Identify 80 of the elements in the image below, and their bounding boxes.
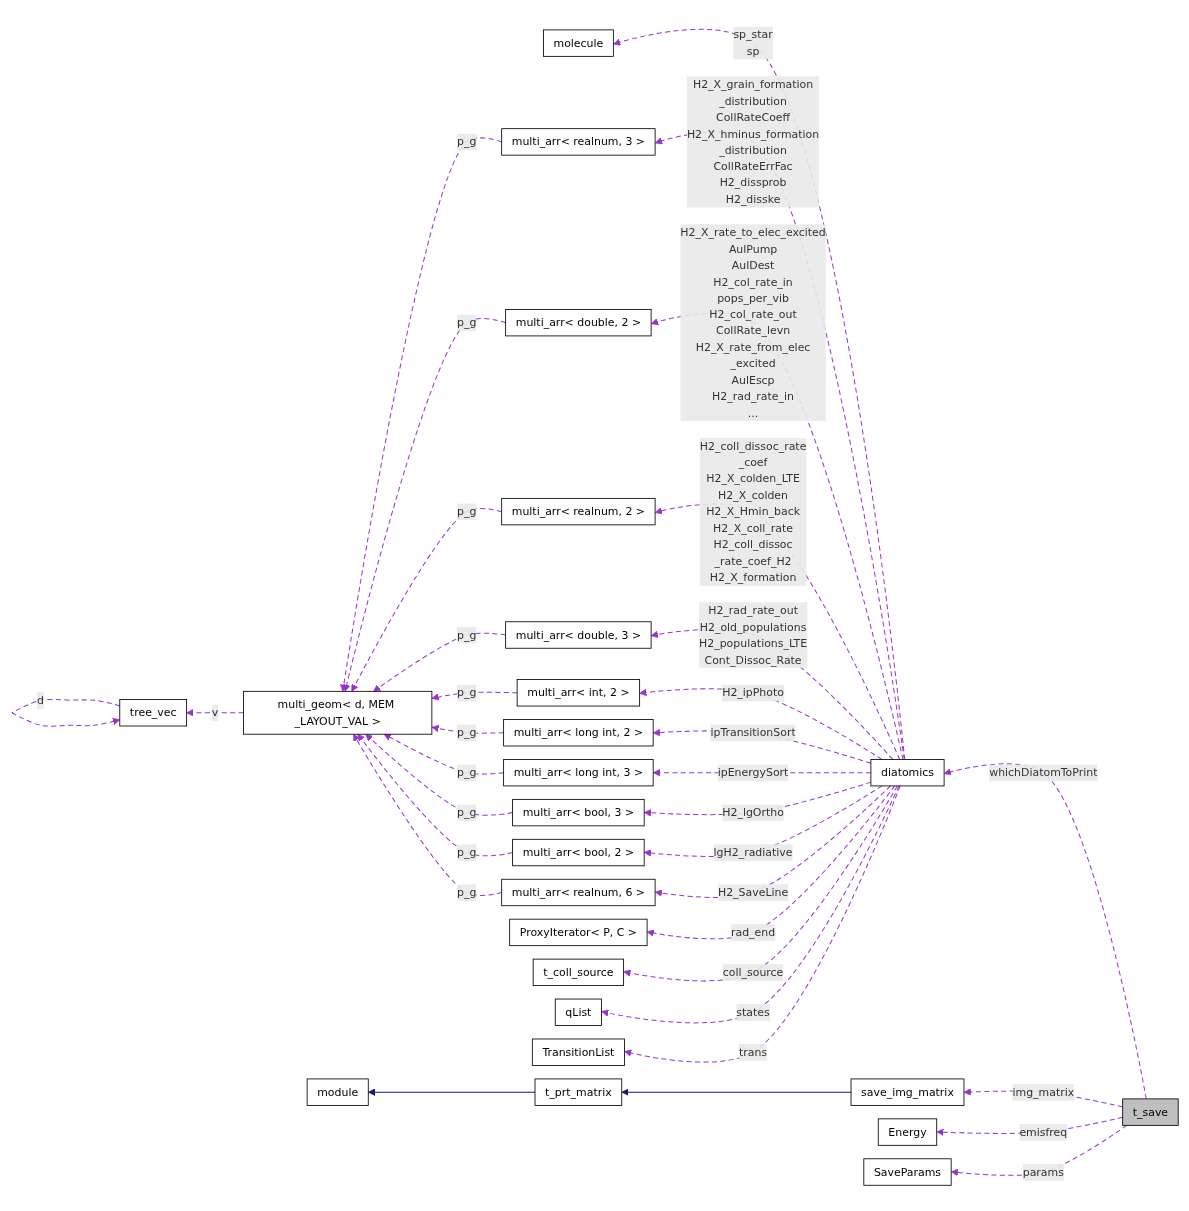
node-box [500, 497, 656, 525]
edge-label: H2_coll_dissoc_rate _coef H2_X_colden_LTE H2_X_colden H2_X_Hmin_back H2_X_coll_rate H2_coll_dissoc _rate_coef_H2 H2_X_formation [699, 439, 806, 583]
node-box [532, 958, 624, 986]
arrow [622, 784, 898, 981]
edge-label: params [1022, 1165, 1064, 1178]
arrow [342, 317, 506, 692]
arrow [431, 691, 518, 701]
arrow [367, 1087, 536, 1096]
arrow [650, 628, 893, 760]
edge-label: H2_SaveLine [717, 885, 788, 899]
arrow [600, 784, 899, 1023]
edge-label: whichDiatomToPrint [988, 765, 1097, 779]
edge-label: ipEnergySort [717, 765, 788, 779]
edge-label: emisfreq [1018, 1125, 1067, 1138]
edge-label: rad_end [730, 925, 775, 939]
node-box [534, 1078, 622, 1106]
arrow [620, 1087, 852, 1096]
node-box [500, 127, 656, 156]
arrow [364, 733, 513, 816]
edge-label: p_g [456, 685, 476, 699]
edge-label: p_g [456, 134, 476, 148]
arrow [356, 733, 513, 856]
edge-label: H2_X_rate_to_elec_excited AulPump AulDest H2_col_rate_in pops_per_vib H2_col_rate_out CollRate_levn H2_X_rate_from_elec _excited AulEscp H2_rad_rate_in ... [679, 225, 826, 419]
node-box [242, 690, 432, 735]
edge-label: sp_star sp [732, 27, 773, 57]
arrow [383, 733, 504, 775]
node-box [508, 918, 648, 946]
node-box [516, 678, 640, 706]
edge-label: states [735, 1005, 770, 1018]
edge-label: p_g [456, 315, 476, 329]
node-box [850, 1078, 964, 1106]
node-box [862, 1157, 952, 1186]
arrow [185, 708, 244, 716]
edge-label: H2_X_grain_formation _distribution CollRateCoeff H2_X_hminus_formation _distribution CollRateErrFac H2_dissprob H2_disske [686, 77, 819, 205]
edge-label: p_g [456, 725, 476, 739]
edge-label: p_g [456, 504, 476, 518]
edge-label: d [36, 693, 44, 706]
node-box [511, 838, 645, 866]
node-box [1121, 1097, 1179, 1126]
arrow [431, 724, 504, 734]
node-box [118, 698, 187, 726]
edge-label: p_g [456, 805, 476, 819]
edge-label: v [211, 705, 218, 719]
arrow [943, 762, 1147, 1099]
node-box [511, 798, 645, 826]
edge-label: p_g [456, 885, 476, 899]
node-box [869, 758, 944, 786]
arrow [339, 136, 502, 692]
node-box [542, 28, 614, 57]
node-box [877, 1117, 937, 1146]
edge-label: ipTransitionSort [709, 725, 796, 739]
arrow [372, 632, 506, 692]
arrow [638, 687, 882, 760]
node-box [500, 878, 656, 906]
arrow [643, 784, 882, 857]
edge-label: H2_ipPhoto [721, 685, 784, 699]
node-box [531, 1038, 625, 1066]
collaboration-diagram: sp_star sp H2_X_grain_formation _distribution CollRateCoeff H2_X_hminus_formation _distribution CollRateErrFac H2_dissprob H2_disske H2_X_rate_to_elec_excited AulPump AulDest H2_col_rate_in pops_per_vib H2_col_rate_out CollRate_levn H2_X_rate_from_elec _excited AulEscp H2_rad_rate_in ... H2_coll_dissoc_rate _coef H2_X_colden_LTE H2_X_colden H2_X_Hmin_back H2_X_coll_rate H2_coll_dissoc _rate_coef_H2 H2_X_formation H2_rad_rate_out H2_old_populations H2_populations_LTE Cont_Dissoc_Rate H2_ipPhoto ipTransitionSort ipEnergySort H2_lgOrtho lgH2_radiative H2_SaveLine rad_end coll_source states trans p_g p_g p_g p_g p_g p_g p_g p_g p_g p_g v d whichDiatomToPrint img_matrix emisfreq params molecule multi_arr< realnum, 3 > multi_arr< double, 2 > multi_arr< realnum, 2 > multi_arr< double, 3 > multi_arr< int, 2 > multi_arr< long int, 2 > multi_arr< long int, 3 > multi_arr< bool, 3 > multi_arr< bool, 2 > multi_arr< realnum, 6 > ProxyIterator< P, C > t_coll_source qList TransitionList module t_prt_matrix tree_vec multi_geom< d, MEM _LAYOUT_VAL > diatomics save_img_matrix Energy SaveParams t_save [4, 19, 1185, 1192]
node-box [554, 998, 602, 1026]
edge-label: trans [738, 1045, 767, 1058]
arrow [350, 507, 502, 692]
node-box [504, 620, 652, 649]
node-box [502, 758, 654, 786]
edge-label: p_g [456, 845, 476, 859]
edge-label: p_g [456, 765, 476, 779]
arrow [352, 733, 502, 896]
arrow [10, 698, 120, 727]
edge-label: img_matrix [1011, 1085, 1074, 1098]
arrow [654, 502, 900, 760]
node-box [502, 718, 654, 746]
arrow [623, 784, 901, 1063]
arrow [654, 784, 891, 898]
edge-label: H2_lgOrtho [721, 805, 784, 819]
edge-label: H2_rad_rate_out H2_old_populations H2_populations_LTE Cont_Dissoc_Rate [698, 603, 807, 666]
node-box [504, 308, 652, 336]
edge-label: coll_source [722, 965, 783, 978]
arrow [646, 784, 895, 939]
edge-label: lgH2_radiative [713, 845, 793, 859]
node-box [306, 1078, 369, 1106]
edge-label: p_g [456, 627, 476, 641]
